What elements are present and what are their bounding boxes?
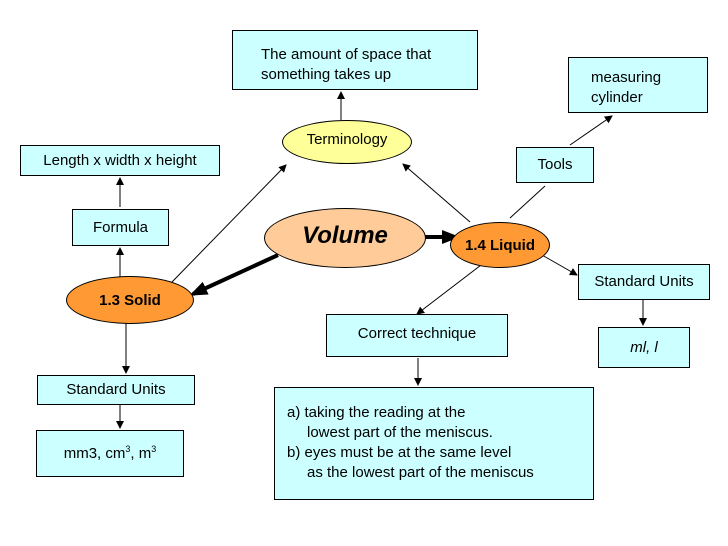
technique-steps-box: a) taking the reading at the lowest part…: [274, 387, 594, 500]
solid-units-value-a-sup: 3: [125, 443, 131, 454]
formula-box: Formula: [72, 209, 169, 246]
arrow-volume-to-solid: [189, 253, 279, 296]
solid-label: 1.3 Solid: [99, 291, 161, 309]
arrow-solid-to-terminology: [171, 164, 287, 283]
formula-text: Length x width x height: [43, 151, 197, 169]
solid-units-value-b: , m: [130, 444, 152, 462]
liquid-units-box: Standard Units: [578, 264, 710, 300]
formula-label: Formula: [92, 219, 148, 236]
solid-units-value-b-sup: 3: [151, 443, 157, 454]
tools-box: Tools: [516, 147, 594, 183]
terminology-node: Terminology: [282, 120, 412, 164]
technique-box: Correct technique: [326, 314, 508, 357]
tools-item-line-2: cylinder: [591, 88, 643, 106]
definition-line-1: The amount of space that: [261, 46, 432, 63]
liquid-node: 1.4 Liquid: [450, 222, 550, 268]
arrow-liquid-to-technique: [416, 261, 486, 315]
definition-line-2: something takes up: [261, 65, 392, 83]
volume-node: Volume: [264, 208, 426, 268]
tools-label: Tools: [537, 156, 573, 174]
arrow-tools-to-cylinder: [569, 115, 613, 146]
solid-node: 1.3 Solid: [66, 276, 194, 324]
definition-box: The amount of space that something takes…: [232, 30, 478, 90]
tools-item-box: measuring cylinder: [568, 57, 708, 113]
arrow-liquid-to-terminology: [402, 163, 471, 223]
arrow-liquid-to-units: [541, 254, 578, 276]
liquid-units-values: ml, l: [630, 338, 658, 356]
volume-label: Volume: [302, 222, 388, 249]
solid-units-box: Standard Units: [37, 375, 195, 405]
technique-label: Correct technique: [357, 324, 477, 342]
technique-step-a-1: a) taking the reading at the: [287, 404, 466, 421]
solid-units-values-box: mm3, cm3, m3: [36, 430, 184, 477]
technique-step-b-1: b) eyes must be at the same level: [287, 444, 512, 461]
terminology-label: Terminology: [306, 130, 388, 148]
technique-step-b-2: as the lowest part of the meniscus: [307, 464, 534, 481]
tools-item-line-1: measuring: [591, 69, 662, 86]
liquid-label: 1.4 Liquid: [464, 236, 535, 254]
liquid-units-label: Standard Units: [594, 273, 694, 291]
liquid-units-values-box: ml, l: [598, 327, 690, 368]
solid-units-label: Standard Units: [66, 381, 166, 399]
solid-units-values: mm3, cm3, m3: [64, 444, 157, 464]
formula-text-box: Length x width x height: [20, 145, 220, 176]
technique-step-a-2: lowest part of the meniscus.: [307, 424, 493, 441]
arrow-liquid-to-tools: [509, 185, 546, 219]
solid-units-value-a: mm3, cm: [63, 444, 126, 462]
